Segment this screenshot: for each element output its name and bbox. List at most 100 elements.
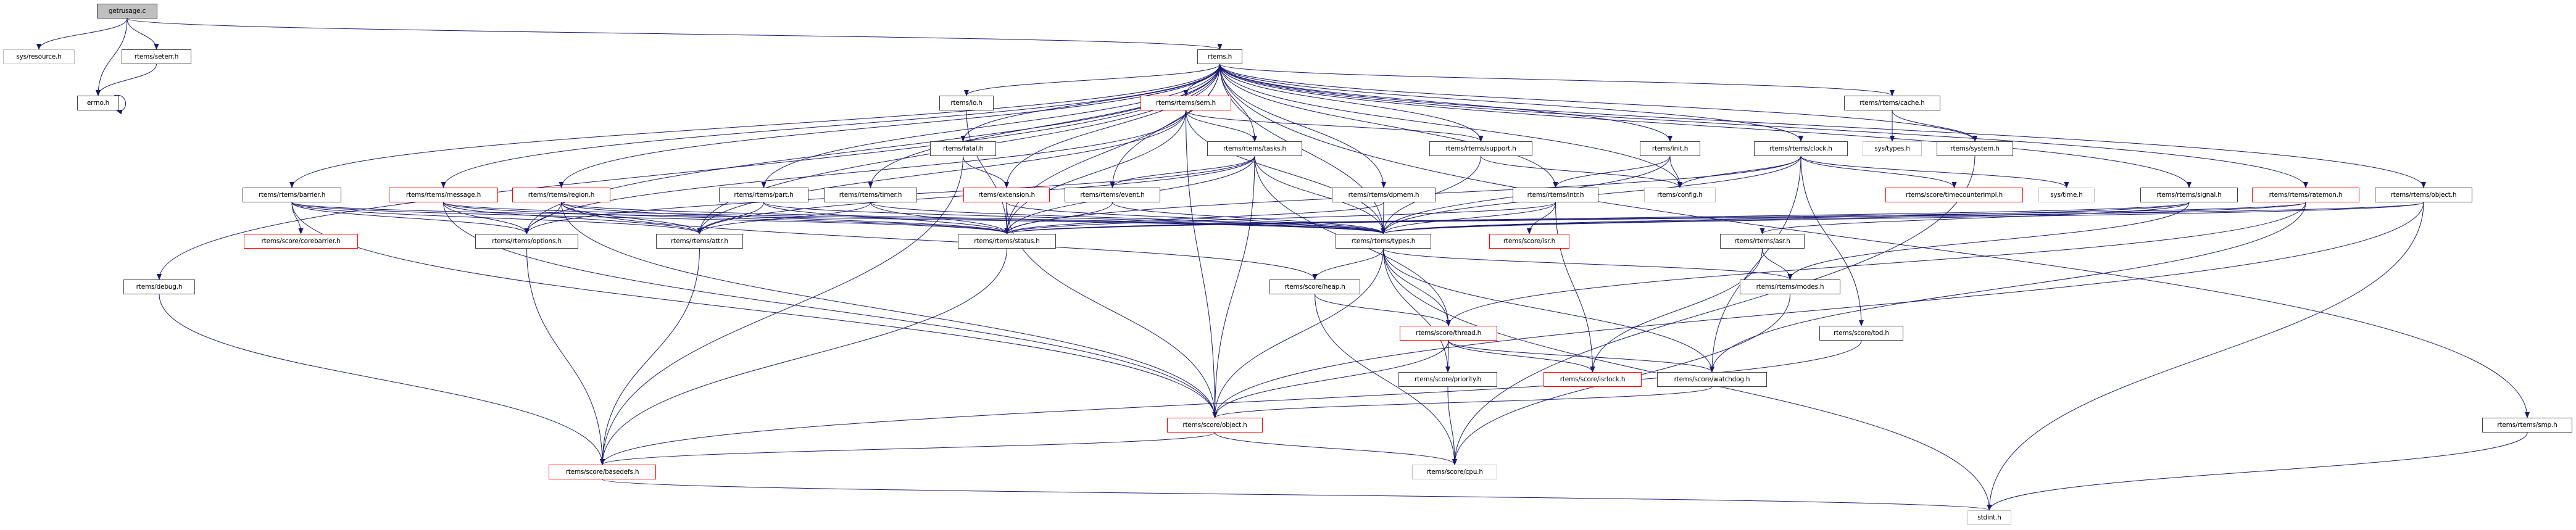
- node-system[interactable]: rtems/system.h: [1937, 141, 2013, 156]
- edge-ratemon-to-status: [1005, 202, 2306, 234]
- edge-sem-to-support: [1186, 110, 1484, 142]
- node-sobject[interactable]: rtems/score/object.h: [1167, 418, 1263, 433]
- node-timer[interactable]: rtems/rtems/timer.h: [824, 188, 917, 202]
- edge-barrier-to-status: [291, 202, 1010, 234]
- edge-intr-to-types: [1381, 202, 1556, 234]
- edge-part-to-status: [763, 202, 1010, 234]
- node-debug[interactable]: rtems/debug.h: [123, 279, 195, 294]
- node-tasks[interactable]: rtems/rtems/tasks.h: [1207, 141, 1302, 156]
- edge-debug-to-basedefs: [159, 294, 605, 465]
- edge-rtems-to-ratemon: [1219, 64, 2308, 188]
- node-ratemon[interactable]: rtems/rtems/ratemon.h: [2252, 188, 2359, 202]
- node-tod[interactable]: rtems/score/tod.h: [1819, 326, 1903, 341]
- edge-part-to-attr: [697, 202, 764, 234]
- edge-fatal-to-extension: [963, 155, 1009, 188]
- edge-message-to-status: [443, 202, 1010, 234]
- node-status[interactable]: rtems/rtems/status.h: [958, 234, 1056, 249]
- edge-signal-to-asr: [1760, 202, 2190, 234]
- edge-options-to-basedefs: [526, 248, 605, 465]
- node-modes[interactable]: rtems/rtems/modes.h: [1740, 279, 1840, 294]
- node-message[interactable]: rtems/rtems/message.h: [389, 188, 498, 202]
- node-isr[interactable]: rtems/score/isr.h: [1489, 234, 1569, 249]
- edge-sem-to-tasks: [1186, 110, 1257, 142]
- node-io[interactable]: rtems/io.h: [939, 96, 994, 110]
- node-config: rtems/config.h: [1644, 188, 1716, 202]
- edge-sobject-to-basedefs: [600, 432, 1215, 465]
- node-signal[interactable]: rtems/rtems/signal.h: [2140, 188, 2238, 202]
- node-dpmem[interactable]: rtems/rtems/dpmem.h: [1332, 188, 1435, 202]
- edge-status-to-basedefs: [600, 248, 1007, 465]
- node-rtems[interactable]: rtems.h: [1197, 49, 1242, 64]
- edge-priority-to-cpu: [1447, 386, 1457, 465]
- node-intr[interactable]: rtems/rtems/intr.h: [1513, 188, 1598, 202]
- node-stdint: stdint.h: [1967, 510, 2011, 525]
- edge-sem-to-types: [1186, 110, 1386, 234]
- edge-barrier-to-attr: [291, 202, 702, 234]
- edge-basedefs-to-stdint: [602, 479, 1992, 511]
- node-options[interactable]: rtems/rtems/options.h: [475, 234, 578, 249]
- edge-clock-to-watchdog: [1710, 155, 1801, 373]
- edge-types-to-watchdog: [1383, 248, 1714, 373]
- node-region[interactable]: rtems/rtems/region.h: [512, 188, 610, 202]
- edge-signal-to-types: [1381, 202, 2190, 234]
- edge-sobject-to-cpu: [1215, 432, 1457, 465]
- edge-rtems-to-config: [1219, 64, 1682, 188]
- node-priority[interactable]: rtems/score/priority.h: [1398, 372, 1497, 387]
- edge-signal-to-modes: [1787, 202, 2190, 280]
- edge-rtems-to-system: [1219, 64, 1977, 142]
- edge-intr-to-isrlock: [1555, 202, 1595, 373]
- edge-message-to-options: [443, 202, 530, 234]
- edge-types-to-sobject: [1212, 248, 1384, 418]
- node-sem[interactable]: rtems/rtems/sem.h: [1141, 96, 1231, 110]
- edge-ratemon-to-types: [1381, 202, 2306, 234]
- node-event[interactable]: rtems/rtems/event.h: [1065, 188, 1160, 202]
- node-corebarrier[interactable]: rtems/score/corebarrier.h: [244, 234, 358, 249]
- node-fatal[interactable]: rtems/fatal.h: [930, 141, 996, 156]
- node-getrusage[interactable]: getrusage.c: [97, 4, 157, 19]
- edge-rtems-to-options: [524, 64, 1220, 234]
- node-seterr[interactable]: rtems/seterr.h: [122, 49, 191, 64]
- node-cache[interactable]: rtems/rtems/cache.h: [1844, 96, 1940, 110]
- node-asr[interactable]: rtems/rtems/asr.h: [1720, 234, 1805, 249]
- edge-rtems-to-message: [441, 64, 1220, 188]
- node-isrlock[interactable]: rtems/score/isrlock.h: [1544, 372, 1642, 387]
- node-smp[interactable]: rtems/rtems/smp.h: [2482, 418, 2572, 433]
- node-barrier[interactable]: rtems/rtems/barrier.h: [243, 188, 341, 202]
- node-heap[interactable]: rtems/score/heap.h: [1269, 279, 1360, 294]
- edge-seterr-to-errno: [96, 64, 157, 96]
- node-watchdog[interactable]: rtems/score/watchdog.h: [1657, 372, 1767, 387]
- edge-ratemon-to-thread: [1446, 202, 2306, 326]
- edge-barrier-to-types: [291, 202, 1386, 234]
- edge-message-to-types: [443, 202, 1386, 234]
- node-robject[interactable]: rtems/rtems/object.h: [2375, 188, 2472, 202]
- node-timecounterimpl[interactable]: rtems/score/timecounterimpl.h: [1885, 188, 2023, 202]
- edge-system-to-cpu: [1452, 155, 1976, 465]
- edge-cache-to-system: [1892, 110, 1977, 142]
- node-attr[interactable]: rtems/rtems/attr.h: [656, 234, 743, 249]
- edge-init-to-config: [1669, 155, 1682, 188]
- edge-clock-to-config: [1677, 155, 1801, 188]
- edge-rtems-to-smp: [1219, 64, 2530, 418]
- node-basedefs[interactable]: rtems/score/basedefs.h: [549, 465, 656, 479]
- edge-barrier-to-options: [291, 202, 530, 234]
- edge-rtems-to-status: [1004, 64, 1220, 234]
- edge-rtems-to-support: [1219, 64, 1484, 142]
- node-support[interactable]: rtems/rtems/support.h: [1429, 141, 1532, 156]
- node-thread[interactable]: rtems/score/thread.h: [1400, 326, 1497, 341]
- edge-intr-to-status: [1004, 202, 1556, 234]
- edge-robject-to-stdint: [1987, 202, 2424, 511]
- node-extension[interactable]: rtems/extension.h: [963, 188, 1050, 202]
- edge-sem-to-options: [524, 110, 1186, 234]
- node-clock[interactable]: rtems/rtems/clock.h: [1754, 141, 1848, 156]
- node-errno[interactable]: errno.h: [77, 96, 119, 110]
- node-part[interactable]: rtems/rtems/part.h: [719, 188, 808, 202]
- edge-barrier-to-sobject: [291, 202, 1218, 418]
- edge-ratemon-to-watchdog: [1710, 202, 2306, 373]
- edge-getrusage-to-sys_resource: [36, 18, 128, 50]
- edge-attr-to-basedefs: [600, 248, 700, 465]
- node-types[interactable]: rtems/rtems/types.h: [1336, 234, 1431, 249]
- edge-rtems-to-fatal: [960, 64, 1220, 142]
- edge-timer-to-types: [870, 202, 1386, 234]
- node-init[interactable]: rtems/init.h: [1640, 141, 1700, 156]
- edge-event-to-types: [1112, 202, 1386, 234]
